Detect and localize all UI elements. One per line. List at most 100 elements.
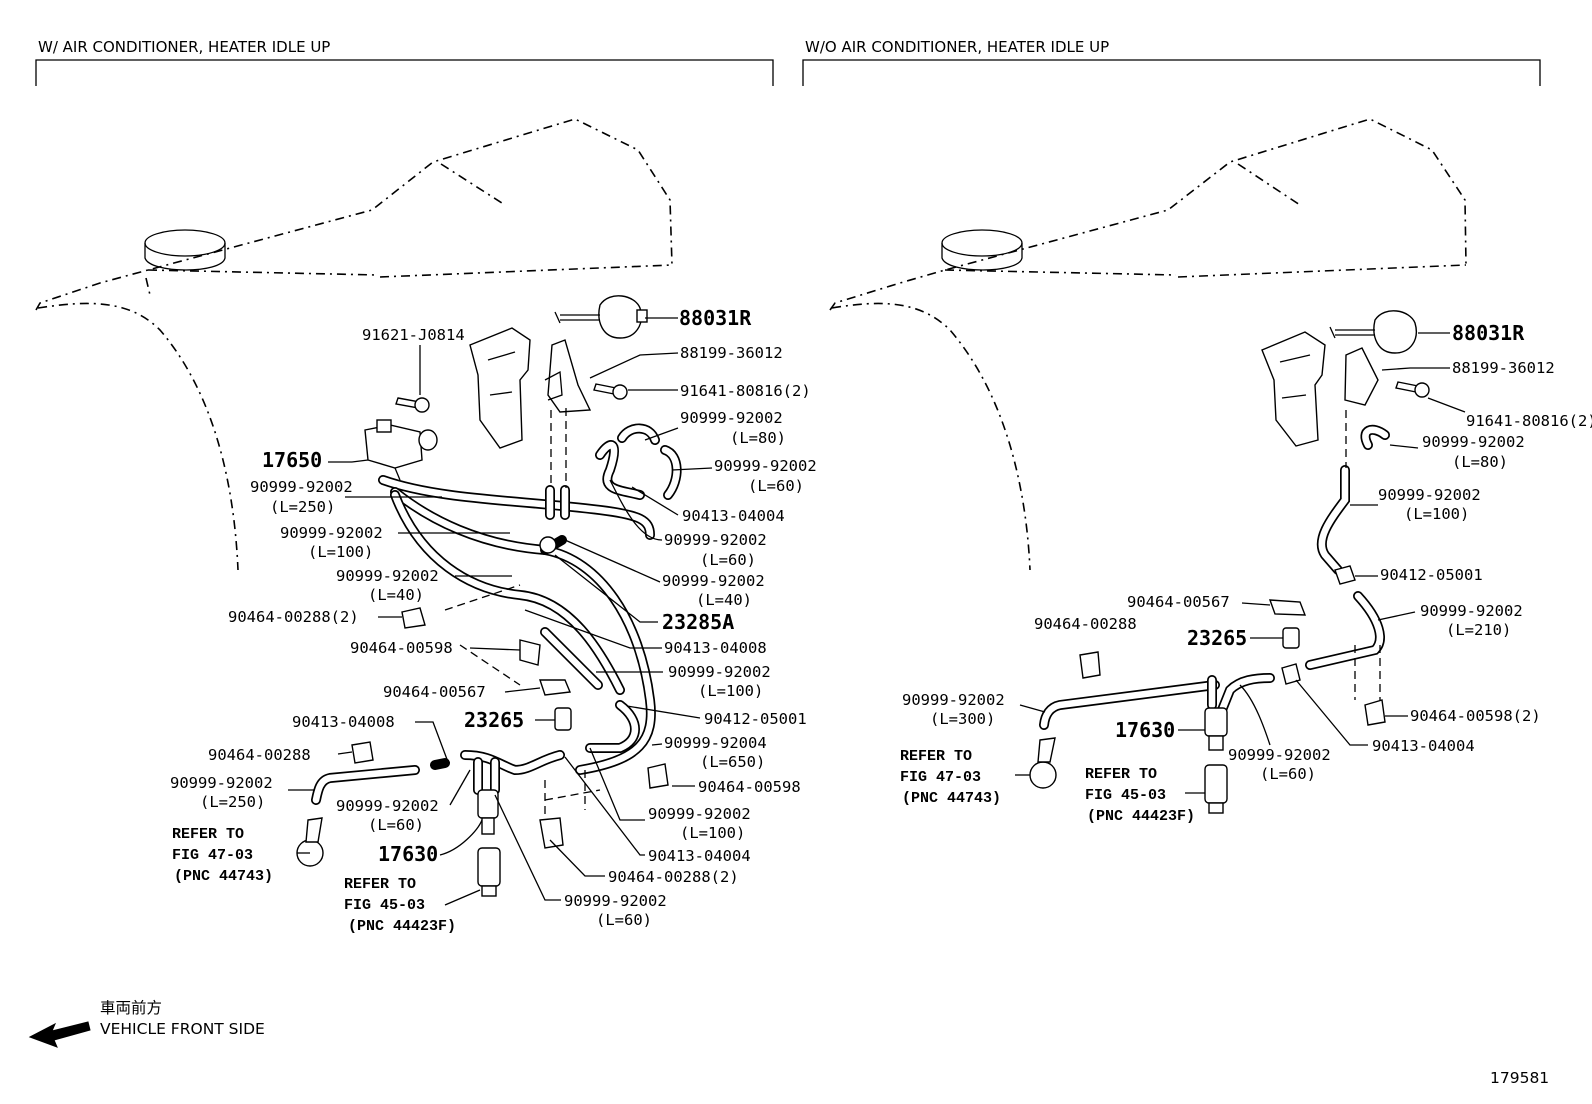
label-90412-05001-left: 90412-05001 [704,710,807,728]
label-91621-left: 91621-J0814 [362,326,465,344]
refer-47-line2-left: FIG 47-03 [172,847,253,864]
label-hose-250b-left: 90999-92002 [170,774,273,792]
label-hose-650-left: 90999-92004 [664,734,767,752]
label-88199-left: 88199-36012 [680,344,783,362]
clip-90464-00288-b-left [351,741,374,764]
right-hose-routing [1039,424,1390,730]
tee-90413-right [1281,663,1301,685]
label-hose-100b-left: 90999-92002 [668,663,771,681]
vehicle-front-label-en: VEHICLE FRONT SIDE [100,1020,265,1038]
label-90464-00567-left: 90464-00567 [383,683,486,701]
clip-90464-00288-left [401,607,426,629]
left-header-bracket [35,59,774,86]
label-88031r-left: 88031R [679,306,752,330]
right-panel-header: W/O AIR CONDITIONER, HEATER IDLE UP [802,38,1541,86]
label-hose-100c-left: 90999-92002 [648,805,751,823]
bolt-91641-left [593,383,628,400]
clip-90464-00598-b-left [647,763,669,789]
clamp-90464-00567-left [539,679,572,696]
clip-90464-00288-2-left [539,817,564,849]
valve-23265-right [1282,627,1300,649]
engine-bracket-right [1261,331,1326,447]
right-components [1029,310,1430,814]
bolt-91641-right [1395,381,1430,398]
label-hose-40b-len-left: (L=40) [696,591,752,609]
refer-47-line2-right: FIG 47-03 [900,769,981,786]
check-valve-90412-right [1334,565,1356,585]
label-90464-00288-2a-left: 90464-00288(2) [228,608,359,626]
bolt-91621-left [395,397,430,413]
label-hose-80-len-left: (L=80) [730,429,786,447]
sensor-base-left [477,847,501,897]
left-panel-header: W/ AIR CONDITIONER, HEATER IDLE UP [35,38,774,86]
left-panel-title: W/ AIR CONDITIONER, HEATER IDLE UP [38,38,330,56]
label-90413-04004b-left: 90413-04004 [648,847,751,865]
tee-23285a-left [539,536,557,554]
right-header-bracket [802,59,1541,86]
right-labels: 88031R 88199-36012 91641-80816(2) 90999-… [900,321,1592,825]
label-hose-60b-len-left: (L=60) [700,551,756,569]
label-hose-300-right: 90999-92002 [902,691,1005,709]
vehicle-front-label-jp: 車両前方 [100,999,162,1017]
label-hose-210-right: 90999-92002 [1420,602,1523,620]
bracket-88199-right [1344,347,1379,406]
label-hose-100-len-right: (L=100) [1404,505,1469,523]
refer-47-line1-right: REFER TO [900,748,972,765]
label-hose-40a-len-left: (L=40) [368,586,424,604]
label-hose-210-len-right: (L=210) [1446,621,1511,639]
oil-cap-right [941,229,1023,257]
refer-45-line3-left: (PNC 44423F) [348,918,456,935]
left-leaders [288,317,713,906]
sensor-17630-right [1204,707,1228,751]
label-hose-60c-len-left: (L=60) [368,816,424,834]
label-17650-left: 17650 [262,448,322,472]
label-hose-40a-left: 90999-92002 [336,567,439,585]
refer-45-line2-left: FIG 45-03 [344,897,425,914]
label-90464-00598b-left: 90464-00598 [698,778,801,796]
label-90413-04004a-left: 90413-04004 [682,507,785,525]
label-90413-04008b-left: 90413-04008 [292,713,395,731]
label-hose-60-len-right: (L=60) [1260,765,1316,783]
label-90464-00288-left: 90464-00288 [208,746,311,764]
right-leaders [1015,332,1466,794]
refer-45-line2-right: FIG 45-03 [1085,787,1166,804]
sensor-base-right [1204,764,1228,814]
label-91641-right: 91641-80816(2) [1466,412,1592,430]
label-90413-04004-right: 90413-04004 [1372,737,1475,755]
label-hose-100a-left: 90999-92002 [280,524,383,542]
label-hose-100-right: 90999-92002 [1378,486,1481,504]
engine-bracket-left [469,327,531,449]
label-hose-80-len-right: (L=80) [1452,453,1508,471]
label-90412-05001-right: 90412-05001 [1380,566,1483,584]
vehicle-front-indicator: 車両前方 VEHICLE FRONT SIDE [28,999,265,1048]
label-hose-80-left: 90999-92002 [680,409,783,427]
refer-45-line1-left: REFER TO [344,876,416,893]
label-17630-left: 17630 [378,842,438,866]
label-hose-250a-len-left: (L=250) [270,498,335,516]
label-hose-60c-left: 90999-92002 [336,797,439,815]
label-hose-100c-len-left: (L=100) [680,824,745,842]
refer-45-line3-right: (PNC 44423F) [1087,808,1195,825]
clamp-90464-00598-left [519,639,541,666]
vsv-17650-left [351,419,438,481]
label-90464-00598-2-right: 90464-00598(2) [1410,707,1541,725]
label-hose-300-len-right: (L=300) [930,710,995,728]
label-hose-250a-left: 90999-92002 [250,478,353,496]
label-90464-00598a-left: 90464-00598 [350,639,453,657]
label-88199-right: 88199-36012 [1452,359,1555,377]
label-90464-00288-right: 90464-00288 [1034,615,1137,633]
front-arrow-icon [28,1021,91,1048]
label-91641-left: 91641-80816(2) [680,382,811,400]
label-hose-60a-len-left: (L=60) [748,477,804,495]
clip-90464-00288-right [1079,651,1101,679]
label-90464-00288-2b-left: 90464-00288(2) [608,868,739,886]
label-hose-250b-len-left: (L=250) [200,793,265,811]
refer-47-line1-left: REFER TO [172,826,244,843]
figure-number: 179581 [1490,1069,1549,1087]
label-hose-100b-len-left: (L=100) [698,682,763,700]
sensor-17630-left [477,789,499,835]
label-hose-60a-left: 90999-92002 [714,457,817,475]
label-23265-right: 23265 [1187,626,1247,650]
